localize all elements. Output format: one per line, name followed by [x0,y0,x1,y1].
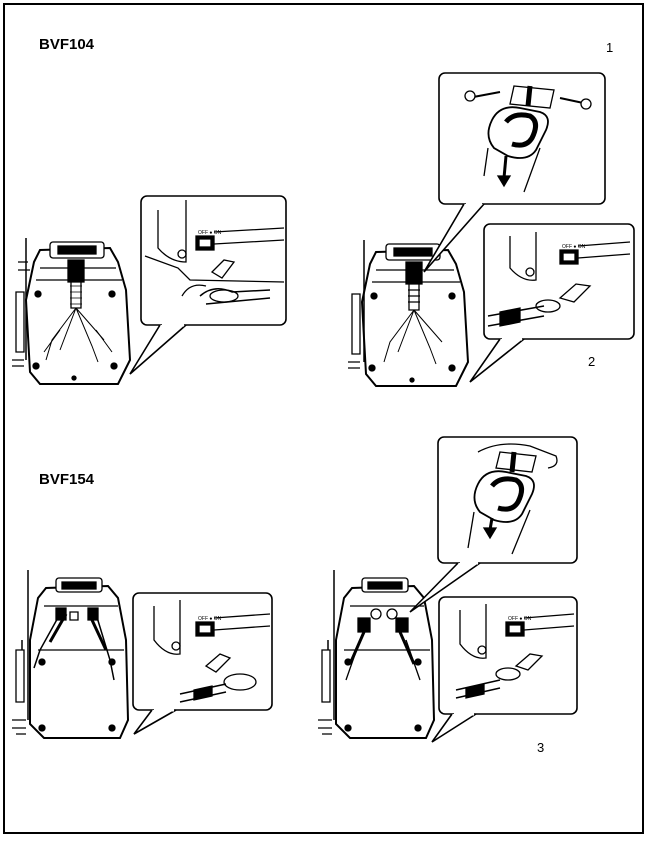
switch-label-3: OFF ● ON [198,616,222,622]
sprayer-illustration-bvf154-right [318,570,434,738]
callout-strap-buckle-bottom [410,437,577,612]
switch-label-4: OFF ● ON [508,616,532,622]
callout-hook-bvf154-left [133,593,272,734]
sprayer-illustration-bvf154-left [12,570,128,738]
switch-label-1: OFF ● ON [198,230,222,236]
callout-hook-bvf154-right [432,597,577,742]
sprayer-illustration-bvf104-right [348,240,468,386]
callout-hook-bvf104-left [130,196,286,374]
switch-label-2: OFF ● ON [562,244,586,250]
callout-hook-bvf104-right [470,224,634,382]
sprayer-illustration-bvf104-left [12,238,130,384]
